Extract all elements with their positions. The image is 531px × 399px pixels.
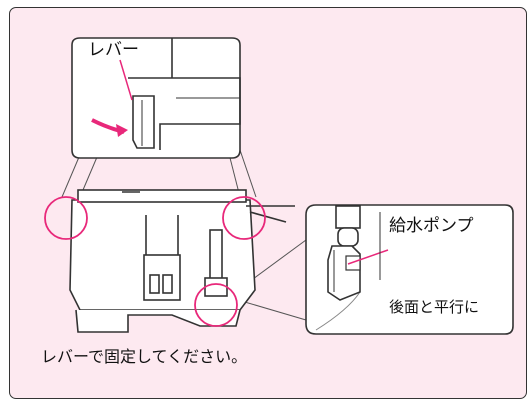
pump-inset [305,204,514,335]
lever-inset [71,37,241,159]
pump-label: 給水ポンプ [389,216,474,236]
tank-illustration [69,189,295,333]
instruction-caption: レバーで固定してください。 [41,347,248,366]
highlight-circles [44,196,266,327]
lever-label: レバー [88,40,139,60]
parallel-label: 後面と平行に [389,298,480,316]
